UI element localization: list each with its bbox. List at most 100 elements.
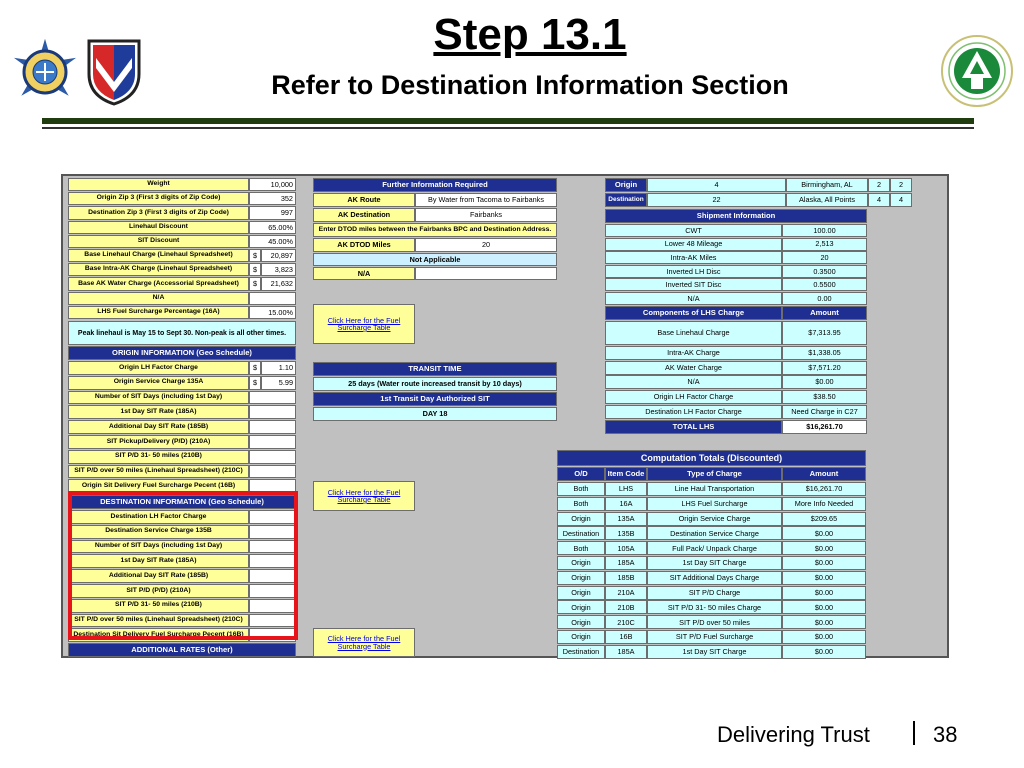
- further-info-header: Further Information Required: [313, 178, 557, 192]
- computation-cell: Destination: [557, 526, 605, 541]
- computation-cell: LHS: [605, 482, 647, 496]
- page-number: 38: [933, 722, 958, 747]
- lhs-component-value: $7,571.20: [782, 361, 867, 375]
- lhs-component-value: $0.00: [782, 375, 867, 389]
- ak-dtod-miles-label: AK DTOD Miles: [313, 238, 415, 252]
- input-row-value[interactable]: 15.00%: [249, 305, 296, 319]
- fuel-surcharge-link-box-3: Click Here for the Fuel Surcharge Table: [313, 628, 415, 657]
- shipment-row-value: 20: [782, 251, 867, 265]
- lhs-components-header: Components of LHS Charge: [605, 306, 782, 320]
- input-row-label: Origin Zip 3 (First 3 digits of Zip Code…: [68, 192, 249, 206]
- authorized-sit-header: 1st Transit Day Authorized SIT: [313, 392, 557, 406]
- origin-row-label: Number of SIT Days (including 1st Day): [68, 390, 249, 405]
- computation-cell: SIT P/D Fuel Surcharge: [647, 630, 782, 644]
- computation-cell: $0.00: [782, 526, 866, 541]
- computation-cell: Line Haul Transportation: [647, 482, 782, 496]
- destination-zone-b: 4: [890, 193, 912, 207]
- origin-zone-number: 4: [647, 178, 786, 192]
- origin-row-value[interactable]: [249, 420, 296, 434]
- computation-header-3: Amount: [782, 467, 866, 481]
- input-row-value[interactable]: 45.00%: [249, 234, 296, 248]
- origin-row-label: Origin Service Charge 135A: [68, 375, 249, 390]
- computation-cell: Both: [557, 496, 605, 511]
- origin-row-value[interactable]: [249, 449, 296, 464]
- input-row-label: Base Linehaul Charge (Linehaul Spreadshe…: [68, 249, 249, 263]
- computation-cell: $0.00: [782, 644, 866, 659]
- origin-row-label: SIT P/D 31- 50 miles (210B): [68, 449, 249, 464]
- input-row-label: Base Intra-AK Charge (Linehaul Spreadshe…: [68, 263, 249, 277]
- computation-cell: 210B: [605, 600, 647, 615]
- origin-zone-b: 2: [890, 178, 912, 192]
- shipment-row-value: 0.5500: [782, 278, 867, 292]
- computation-cell: Origin: [557, 615, 605, 630]
- origin-row-label: SIT P/D over 50 miles (Linehaul Spreadsh…: [68, 464, 249, 479]
- origin-row-value[interactable]: [249, 390, 296, 405]
- ak-dtod-miles-value[interactable]: 20: [415, 238, 557, 252]
- computation-cell: 185B: [605, 570, 647, 585]
- title-divider: [42, 118, 974, 124]
- ak-route-value[interactable]: By Water from Tacoma to Fairbanks: [415, 193, 557, 207]
- computation-cell: $209.65: [782, 511, 866, 526]
- authorized-sit-value: DAY 18: [313, 407, 557, 421]
- lhs-component-value: $7,313.95: [782, 321, 867, 345]
- lhs-component-label: N/A: [605, 375, 782, 389]
- computation-cell: 210A: [605, 585, 647, 600]
- fuel-surcharge-link[interactable]: Click Here for the Fuel Surcharge Table: [327, 487, 401, 504]
- footer-text: Delivering Trust: [717, 722, 870, 747]
- ak-destination-value[interactable]: Fairbanks: [415, 208, 557, 222]
- input-row-value[interactable]: 10,000: [249, 178, 296, 192]
- na-label: N/A: [313, 267, 415, 280]
- input-row-label: Weight: [68, 178, 249, 192]
- origin-row-label: Additional Day SIT Rate (185B): [68, 420, 249, 434]
- fuel-surcharge-link[interactable]: Click Here for the Fuel Surcharge Table: [327, 315, 401, 332]
- origin-info-header: ORIGIN INFORMATION (Geo Schedule): [68, 346, 296, 360]
- computation-cell: More Info Needed: [782, 496, 866, 511]
- input-row-label: SIT Discount: [68, 234, 249, 248]
- origin-row-value[interactable]: 5.99: [261, 375, 296, 390]
- input-row-value[interactable]: 20,897: [261, 249, 296, 263]
- fuel-surcharge-link-box-2: Click Here for the Fuel Surcharge Table: [313, 481, 415, 511]
- na-value[interactable]: [415, 267, 557, 280]
- destination-zone-number: 22: [647, 193, 786, 207]
- input-row-value[interactable]: 352: [249, 192, 296, 206]
- computation-totals-title: Computation Totals (Discounted): [557, 450, 866, 466]
- shipment-row-label: CWT: [605, 224, 782, 237]
- lhs-component-value: $38.50: [782, 390, 867, 404]
- input-row-currency: $: [249, 277, 261, 291]
- computation-header-0: O/D: [557, 467, 605, 481]
- input-row-value[interactable]: 3,823: [261, 263, 296, 277]
- footer-divider: [913, 721, 915, 745]
- origin-row-currency: $: [249, 375, 261, 390]
- computation-cell: $0.00: [782, 585, 866, 600]
- input-row-label: Base AK Water Charge (Accessorial Spread…: [68, 277, 249, 291]
- origin-row-value[interactable]: [249, 405, 296, 420]
- origin-row-value[interactable]: [249, 435, 296, 449]
- origin-row-value[interactable]: 1.10: [261, 361, 296, 375]
- computation-cell: $16,261.70: [782, 482, 866, 496]
- shipment-row-value: 2,513: [782, 237, 867, 251]
- shipment-row-value: 0.00: [782, 292, 867, 305]
- origin-row-value[interactable]: [249, 464, 296, 479]
- computation-cell: $0.00: [782, 570, 866, 585]
- computation-cell: 16A: [605, 496, 647, 511]
- transcom-seal-icon: [11, 35, 79, 99]
- computation-cell: Origin: [557, 585, 605, 600]
- slide-subtitle: Refer to Destination Information Section: [271, 70, 789, 100]
- input-row-value[interactable]: 21,632: [261, 277, 296, 291]
- shipment-row-value: 100.00: [782, 224, 867, 237]
- input-row-value[interactable]: [249, 291, 296, 305]
- title-divider-thin: [42, 127, 974, 129]
- computation-cell: $0.00: [782, 556, 866, 570]
- lhs-component-label: Base Linehaul Charge: [605, 321, 782, 345]
- fuel-surcharge-link[interactable]: Click Here for the Fuel Surcharge Table: [327, 634, 401, 651]
- slide-title: Step 13.1: [433, 10, 627, 59]
- input-row-currency: $: [249, 249, 261, 263]
- input-row-value[interactable]: 997: [249, 206, 296, 220]
- input-row-value[interactable]: 65.00%: [249, 220, 296, 234]
- total-lhs-label: TOTAL LHS: [605, 420, 782, 434]
- destination-zone-city: Alaska, All Points: [786, 193, 868, 207]
- transit-time-header: TRANSIT TIME: [313, 362, 557, 376]
- ak-destination-label: AK Destination: [313, 208, 415, 222]
- computation-cell: Origin: [557, 600, 605, 615]
